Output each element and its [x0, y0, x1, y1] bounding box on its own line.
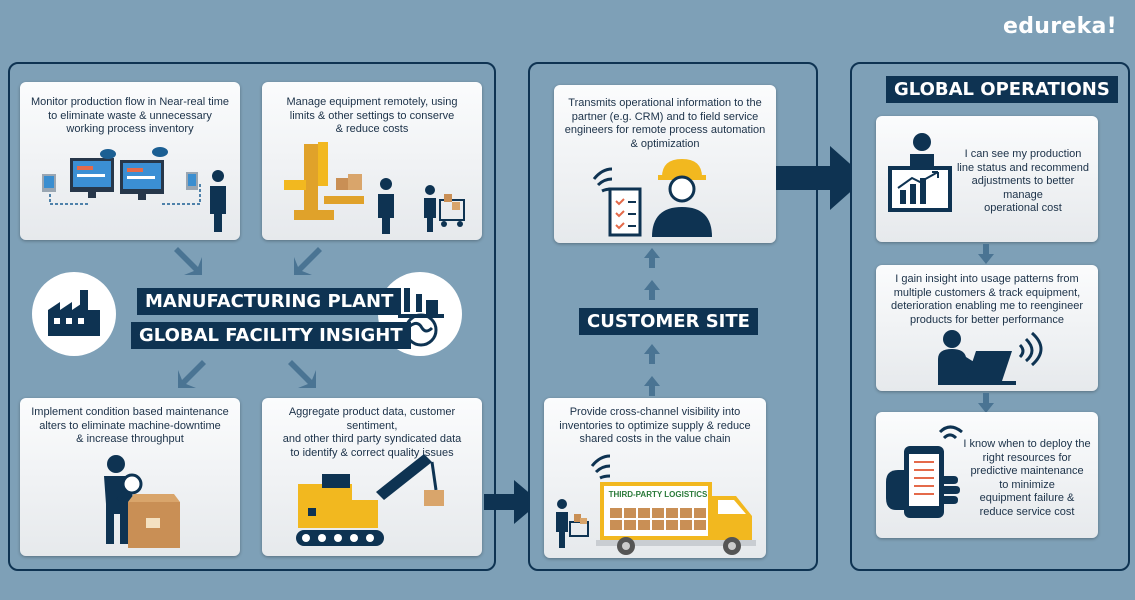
- status-text: I can see my production line status and …: [956, 148, 1090, 214]
- arrow-monitor-to-plant: [174, 247, 202, 275]
- laptop-user-icon: [938, 330, 1043, 385]
- inspection-icon: [104, 455, 180, 548]
- maintenance-card: Implement condition based maintenance al…: [20, 398, 240, 556]
- arrow-plant-to-customer: [484, 480, 540, 524]
- manage-text: Manage equipment remotely, using limits …: [286, 96, 458, 135]
- manage-card: Manage equipment remotely, using limits …: [262, 82, 482, 240]
- arrow-down-1: [978, 244, 994, 264]
- maintenance-text: Implement condition based maintenance al…: [31, 406, 229, 445]
- factory-icon: [48, 290, 100, 336]
- monitor-text: Monitor production flow in Near-real tim…: [30, 96, 230, 135]
- truck-label: THIRD-PARTY LOGISTICS: [608, 490, 708, 499]
- factory-icon-circle: [32, 272, 116, 356]
- monitor-dashboard-icon: [42, 147, 226, 232]
- logistics-truck-icon: [556, 454, 756, 555]
- arrow-customer-to-global: [776, 146, 866, 210]
- visibility-card: Provide cross-channel visibility into in…: [544, 398, 766, 558]
- robotic-arm-icon: [284, 142, 465, 234]
- edureka-logo: edureka!: [1002, 14, 1117, 39]
- arrow-plant-to-aggregate: [288, 360, 316, 388]
- excavator-icon: [296, 454, 444, 546]
- arrow-up-3: [644, 344, 660, 364]
- arrow-up-4: [644, 376, 660, 396]
- global-operations-label: GLOBAL OPERATIONS: [886, 76, 1118, 103]
- global-facility-insight-label: GLOBAL FACILITY INSIGHT: [131, 322, 411, 349]
- presentation-chart-icon: [888, 133, 952, 212]
- arrow-plant-to-maintenance: [178, 360, 206, 388]
- manufacturing-plant-label: MANUFACTURING PLANT: [137, 288, 402, 315]
- arrow-up-2: [644, 280, 660, 300]
- aggregate-text: Aggregate product data, customer sentime…: [282, 406, 462, 459]
- status-card: I can see my production line status and …: [876, 116, 1098, 242]
- transmit-card: Transmits operational information to the…: [554, 85, 776, 243]
- monitor-card: Monitor production flow in Near-real tim…: [20, 82, 240, 240]
- insight-text: I gain insight into usage patterns from …: [890, 273, 1084, 326]
- deploy-card: I know when to deploy the right resource…: [876, 412, 1098, 538]
- arrow-down-2: [978, 393, 994, 413]
- aggregate-card: Aggregate product data, customer sentime…: [262, 398, 482, 556]
- transmit-text: Transmits operational information to the…: [564, 97, 766, 150]
- deploy-text: I know when to deploy the right resource…: [963, 438, 1091, 518]
- arrow-manage-to-plant: [294, 247, 322, 275]
- visibility-text: Provide cross-channel visibility into in…: [559, 406, 751, 445]
- arrow-up-1: [644, 248, 660, 268]
- mobile-device-icon: [886, 425, 963, 518]
- insight-card: I gain insight into usage patterns from …: [876, 265, 1098, 391]
- field-engineer-icon: [592, 159, 712, 237]
- customer-site-label: CUSTOMER SITE: [579, 308, 758, 335]
